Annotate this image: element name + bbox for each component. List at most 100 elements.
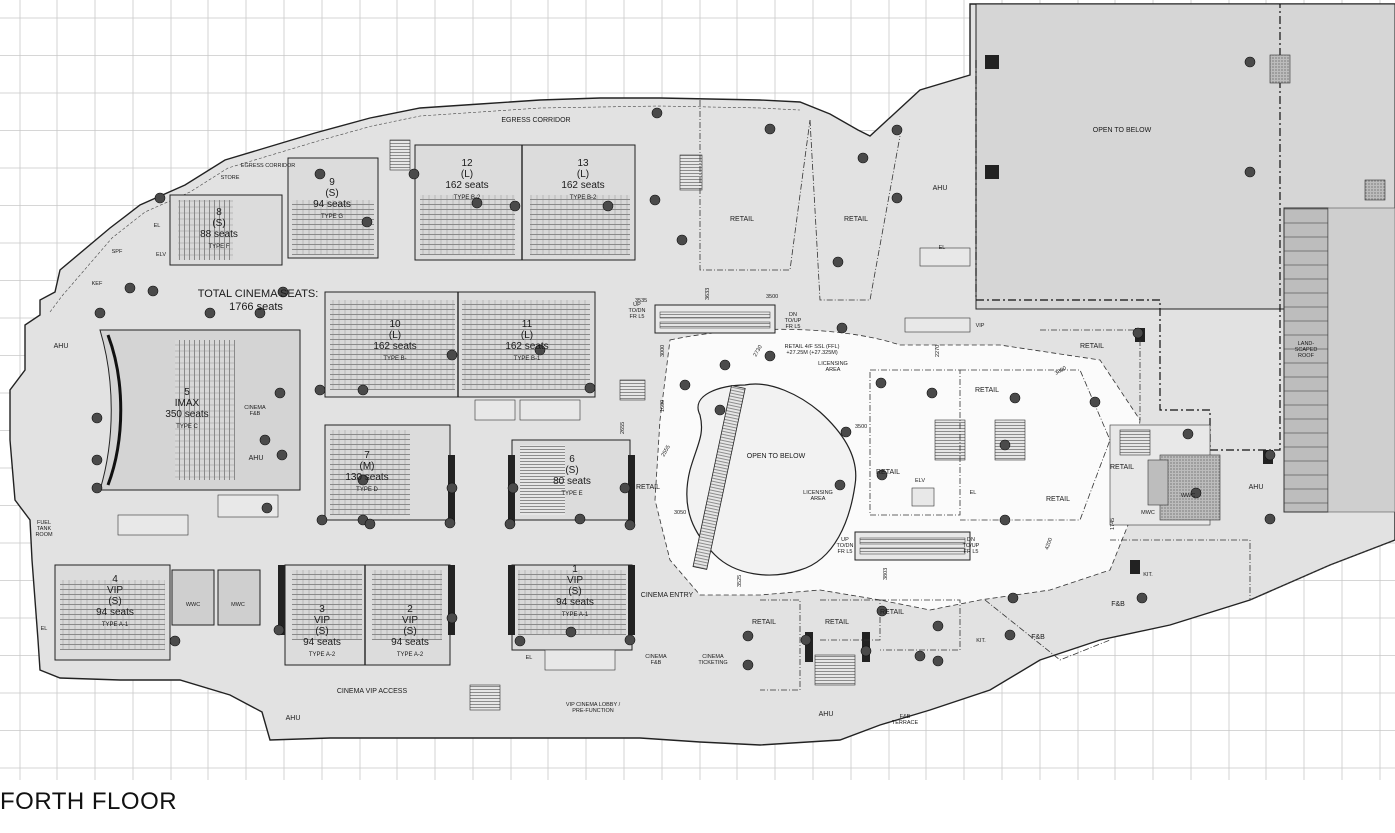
dimension-label: 3525 bbox=[737, 575, 743, 587]
column-dot bbox=[1190, 487, 1202, 499]
column-dot bbox=[446, 612, 458, 624]
cinema-9-no: 9 bbox=[329, 177, 335, 188]
kitchen-label: KIT. bbox=[976, 638, 986, 644]
cinema-10-seats: 162 seats bbox=[373, 341, 416, 352]
fb-label: F&B bbox=[1031, 634, 1045, 641]
dimension-label: 2730 bbox=[753, 344, 764, 358]
column-dot bbox=[891, 192, 903, 204]
cinema-1-type: TYPE A-1 bbox=[562, 612, 589, 618]
column-dot bbox=[124, 282, 136, 294]
column-dot bbox=[1132, 327, 1144, 339]
cinema-3-type: TYPE A-2 bbox=[309, 652, 336, 658]
egress-corridor-left-label: EGRESS CORRIDOR bbox=[241, 163, 295, 169]
cinema-9-seats: 94 seats bbox=[313, 199, 351, 210]
column-dot bbox=[565, 626, 577, 638]
column-dot bbox=[91, 454, 103, 466]
dimension-labels: 3535350030001600265530503525350017453800… bbox=[620, 288, 1116, 587]
plan-labels: EGRESS CORRIDOR EGRESS CORRIDOR STORE OP… bbox=[35, 117, 1317, 726]
column-dot bbox=[261, 502, 273, 514]
cinema-7-type: TYPE D bbox=[356, 487, 378, 493]
open-to-below-center-label: OPEN TO BELOW bbox=[747, 453, 806, 460]
wwc-label: WWC bbox=[186, 602, 200, 608]
retail-label: RETAIL bbox=[825, 619, 849, 626]
retail-label: RETAIL bbox=[975, 387, 999, 394]
column-dot bbox=[259, 434, 271, 446]
column-dot bbox=[891, 124, 903, 136]
column-dot bbox=[914, 650, 926, 662]
dimension-label: 3050 bbox=[674, 510, 686, 516]
cinema-6-cls: (S) bbox=[565, 465, 578, 476]
column-dot bbox=[1244, 56, 1256, 68]
el-label: EL bbox=[970, 490, 977, 496]
total-seats-heading: TOTAL CINEMA SEATS: bbox=[198, 288, 319, 300]
column-dot bbox=[357, 384, 369, 396]
column-dot bbox=[91, 412, 103, 424]
cinema-6-type: TYPE E bbox=[561, 491, 582, 497]
cinema-8-seats: 88 seats bbox=[200, 229, 238, 240]
column-dot bbox=[1264, 513, 1276, 525]
cinema-13-seats: 162 seats bbox=[561, 180, 604, 191]
cinema-10-cls: (L) bbox=[389, 330, 401, 341]
dimension-label: 1600 bbox=[660, 400, 666, 412]
dimension-label: 4200 bbox=[1044, 537, 1054, 551]
escalators bbox=[654, 304, 971, 561]
mwc-label: MWC bbox=[231, 602, 245, 608]
column-dot bbox=[860, 645, 872, 657]
retail-label: RETAIL bbox=[730, 216, 754, 223]
retail-label: RETAIL bbox=[1110, 464, 1134, 471]
column-dot bbox=[584, 382, 596, 394]
retail-label: RETAIL bbox=[636, 484, 660, 491]
cinema-2-line1: VIP bbox=[402, 615, 418, 626]
cinema-1-seats: 94 seats bbox=[556, 597, 594, 608]
el-label: EL bbox=[526, 655, 533, 661]
column-dot bbox=[94, 307, 106, 319]
column-dot bbox=[876, 605, 888, 617]
cinema-2-no: 2 bbox=[407, 604, 413, 615]
cinema-9-cls: (S) bbox=[325, 188, 338, 199]
dimension-label: 3500 bbox=[855, 424, 867, 430]
cinema-10-type: TYPE B- bbox=[383, 356, 406, 362]
column-dot bbox=[999, 439, 1011, 451]
column-dot bbox=[91, 482, 103, 494]
dimension-label: 3800 bbox=[1054, 365, 1068, 376]
ahu-label: AHU bbox=[249, 455, 264, 462]
el-label: EL bbox=[41, 626, 48, 632]
spf-label: SPF bbox=[112, 249, 123, 255]
el-label: EL bbox=[939, 245, 946, 251]
column-dot bbox=[276, 449, 288, 461]
column-dot bbox=[742, 630, 754, 642]
elv-label: ELV bbox=[915, 478, 925, 484]
dimension-label: 3000 bbox=[660, 345, 666, 357]
open-to-below-right-label: OPEN TO BELOW bbox=[1093, 127, 1152, 134]
column-dot bbox=[364, 518, 376, 530]
cinema-1-no: 1 bbox=[572, 564, 578, 575]
column-dot bbox=[800, 634, 812, 646]
cinema-6-no: 6 bbox=[569, 454, 575, 465]
column-dot bbox=[154, 192, 166, 204]
column-dot bbox=[504, 518, 516, 530]
column-dot bbox=[1007, 592, 1019, 604]
column-dot bbox=[1089, 396, 1101, 408]
column-dot bbox=[624, 634, 636, 646]
vip-tag-label: VIP bbox=[976, 323, 985, 329]
column-dot bbox=[651, 107, 663, 119]
column-dot bbox=[277, 286, 289, 298]
column-dot bbox=[624, 519, 636, 531]
cinema-3-seats: 94 seats bbox=[303, 637, 341, 648]
kitchen-label: KIT. bbox=[1143, 572, 1153, 578]
column-dot bbox=[314, 384, 326, 396]
cinema-11-seats: 162 seats bbox=[505, 341, 548, 352]
column-dot bbox=[875, 377, 887, 389]
column-dot bbox=[1004, 629, 1016, 641]
column-dot bbox=[1136, 592, 1148, 604]
cinema-11-cls: (L) bbox=[521, 330, 533, 341]
